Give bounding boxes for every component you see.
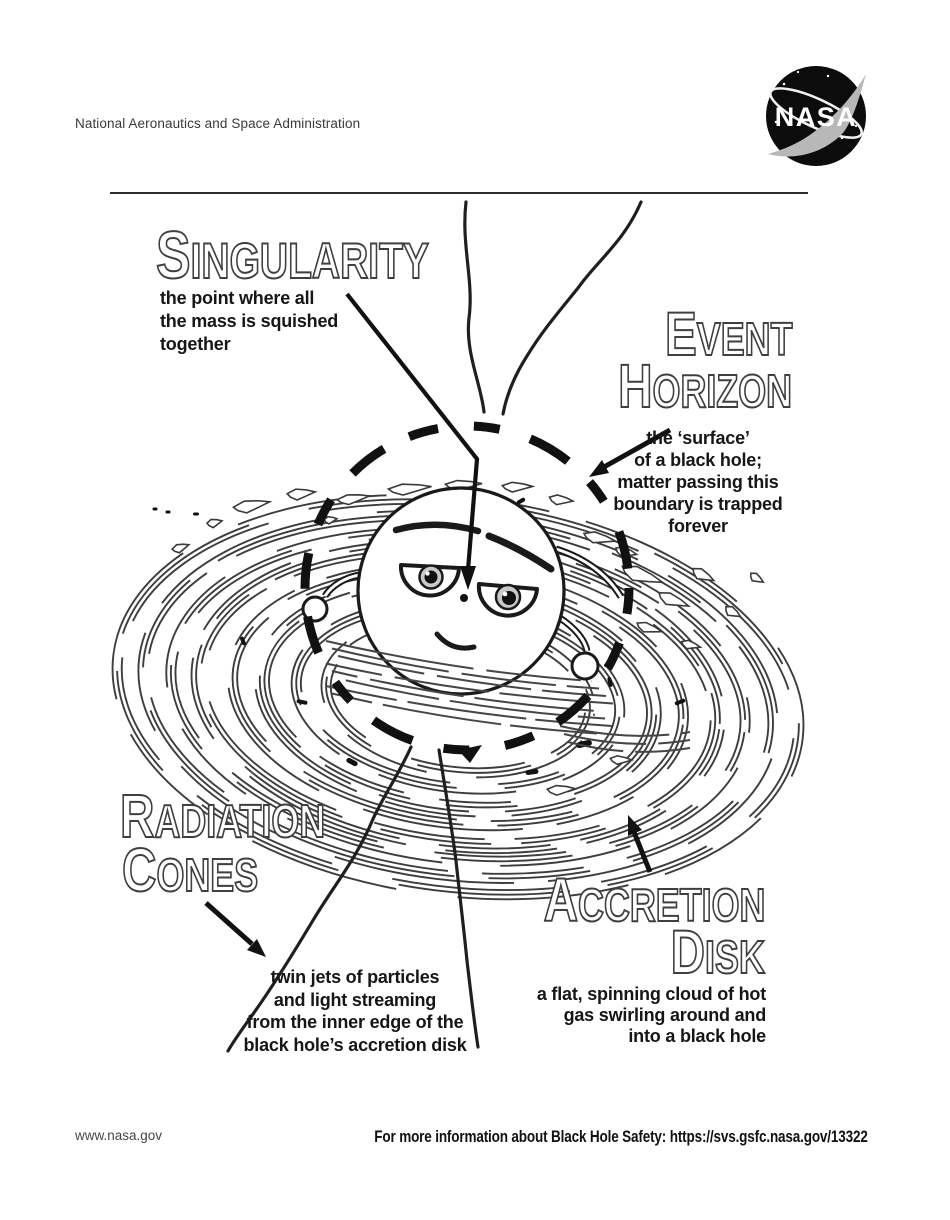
header-divider xyxy=(110,192,808,194)
nasa-website-text: www.nasa.gov xyxy=(75,1128,163,1143)
right-eyebrow xyxy=(485,532,555,573)
logo-wordmark: NASA xyxy=(775,102,858,132)
agency-name-text: National Aeronautics and Space Administr… xyxy=(75,116,361,131)
radiation-cones-arrow xyxy=(204,901,254,946)
accretion-disk-description-line: a flat, spinning cloud of hot xyxy=(536,984,766,1004)
radiation-cones-description-line: from the inner edge of the xyxy=(246,1012,464,1032)
radiation-cones-title-line1: RADIATION xyxy=(119,782,326,850)
event-horizon-description-line: boundary is trapped xyxy=(613,494,783,514)
accretion-disk-description-line: gas swirling around and xyxy=(563,1005,767,1025)
face-outline xyxy=(356,486,566,696)
event-horizon-dashed-circle xyxy=(300,421,634,763)
radiation-cones-description: twin jets of particles and light streami… xyxy=(222,966,488,1056)
singularity-dot xyxy=(460,594,468,602)
accretion-disk-description: a flat, spinning cloud of hot gas swirli… xyxy=(466,984,766,1047)
accretion-disk-arrow xyxy=(631,831,653,873)
logo-circle xyxy=(766,66,866,166)
disk-front-streaks xyxy=(325,640,691,753)
event-horizon-arrow xyxy=(602,427,672,470)
radiation-jet-lines xyxy=(226,200,643,1053)
small-disk-arrow xyxy=(458,745,482,763)
radiation-cones-description-line: black hole’s accretion disk xyxy=(243,1034,467,1055)
right-hand-ball xyxy=(570,651,600,681)
pointer-arrows xyxy=(204,292,672,957)
logo-swoosh-icon xyxy=(768,74,866,157)
singularity-arrow xyxy=(345,292,480,571)
event-horizon-title-line2: HORIZON xyxy=(617,352,793,420)
singularity-description-line: the mass is squished xyxy=(160,311,339,331)
accretion-disk-title-line2: DISK xyxy=(670,918,766,986)
event-horizon-description-line: forever xyxy=(668,516,728,536)
accretion-disk-title-line1: ACCRETION xyxy=(542,866,765,934)
event-horizon-description-line: the ‘surface’ xyxy=(646,428,750,448)
left-hand-ball xyxy=(301,595,329,623)
event-horizon-description-line: of a black hole; xyxy=(634,450,762,470)
mouth xyxy=(434,631,477,651)
radiation-cones-title-line2: CONES xyxy=(121,836,259,904)
more-info-text: For more information about Black Hole Sa… xyxy=(374,1128,869,1146)
event-horizon-description-line: matter passing this xyxy=(617,472,779,492)
black-hole-character xyxy=(301,486,625,696)
radiation-cones-description-line: twin jets of particles xyxy=(270,967,440,987)
singularity-description-line: together xyxy=(160,334,231,354)
accretion-disk-description-line: into a black hole xyxy=(628,1026,766,1046)
singularity-description-line: the point where all xyxy=(160,288,315,308)
event-horizon-title-line1: EVENT xyxy=(664,300,793,368)
singularity-description: the point where all the mass is squished… xyxy=(160,287,338,356)
nasa-logo: NASA xyxy=(766,66,866,166)
logo-orbit-icon xyxy=(769,87,863,139)
event-horizon-description: the ‘surface’ of a black hole; matter pa… xyxy=(600,427,796,537)
singularity-title: SINGULARITY xyxy=(155,219,429,293)
radiation-cones-description-line: and light streaming xyxy=(273,989,437,1010)
